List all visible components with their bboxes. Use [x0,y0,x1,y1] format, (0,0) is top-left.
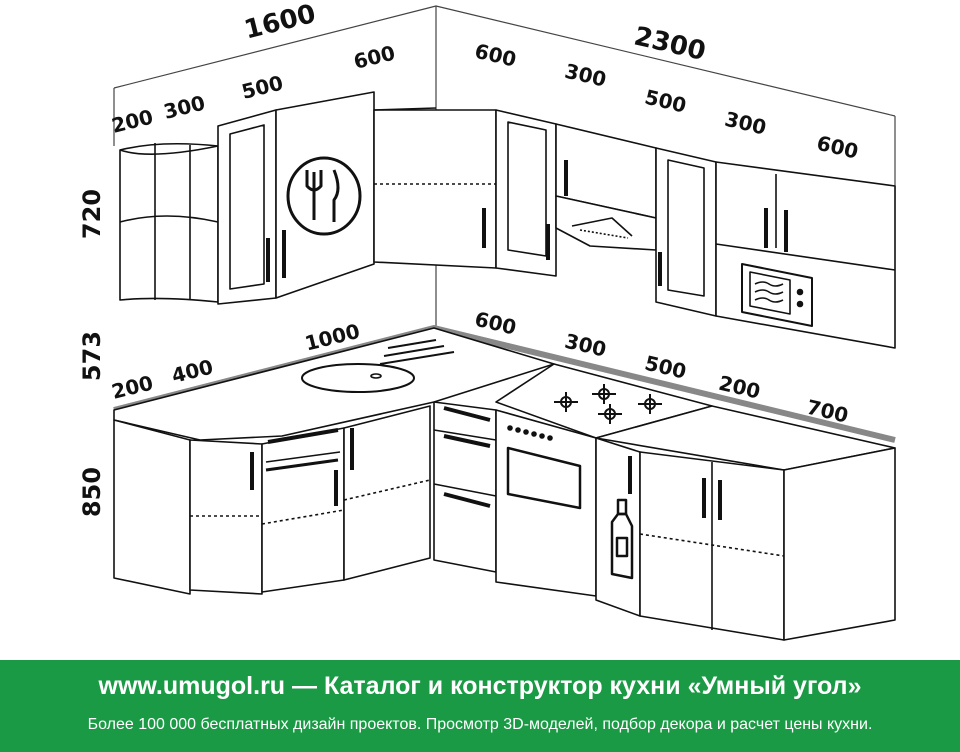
footer-banner: www.umugol.ru — Каталог и конструктор ку… [0,660,960,752]
dim-upper-right-e: 600 [815,131,861,164]
sink-icon [301,339,455,393]
base-bottle-rack [595,437,641,617]
bottle-icon [610,498,634,580]
base-drawers-corner [433,401,497,573]
dim-upper-right-b: 300 [563,59,609,92]
cooktop [495,363,713,439]
dim-upper-left-c: 500 [239,71,285,104]
banner-title[interactable]: www.umugol.ru — Каталог и конструктор ку… [98,672,862,700]
dim-upper-right-a: 600 [473,39,519,72]
dim-height-gap: 573 [78,331,106,381]
dim-wall-right-total: 2300 [631,21,708,67]
stove-oven [495,409,597,597]
fork-knife-icon [305,169,340,222]
oven-knobs [507,425,553,441]
kitchen-drawing: 1600 2300 200 300 500 600 600 300 500 30… [78,0,896,641]
dim-upper-left-d: 600 [351,41,397,74]
base-angled-cabinet [189,439,263,595]
base-double-cabinet [639,451,785,641]
dim-base-right-b: 300 [563,329,609,362]
upper-cabinet-microwave [715,161,896,349]
dim-height-upper: 720 [78,189,106,239]
upper-corner-cabinet [373,107,497,269]
base-drawer-cabinet-left [261,427,345,593]
dim-upper-left-a: 200 [109,105,155,138]
upper-cabinet-over-hood [555,123,657,219]
base-open-corner [113,419,191,595]
base-end-panel [783,447,896,641]
banner-subtitle: Более 100 000 бесплатных дизайн проектов… [87,716,873,733]
upper-glass-cabinet-left [217,109,277,305]
range-hood-icon [555,195,657,251]
dim-base-right-a: 600 [473,307,519,340]
upper-corner-open-shelf [119,142,219,303]
upper-glass-cabinet-narrow [655,147,717,317]
base-cabinet-under-sink [343,405,431,581]
dim-upper-right-c: 500 [643,85,689,118]
dim-upper-right-d: 300 [723,107,769,140]
dim-height-base: 850 [78,467,106,517]
upper-cabinet-dish-emblem [275,91,375,299]
dim-upper-left-b: 300 [161,91,207,124]
microwave-icon [741,263,813,327]
upper-glass-cabinet-right [495,109,557,277]
cooktop-icon [554,384,662,424]
